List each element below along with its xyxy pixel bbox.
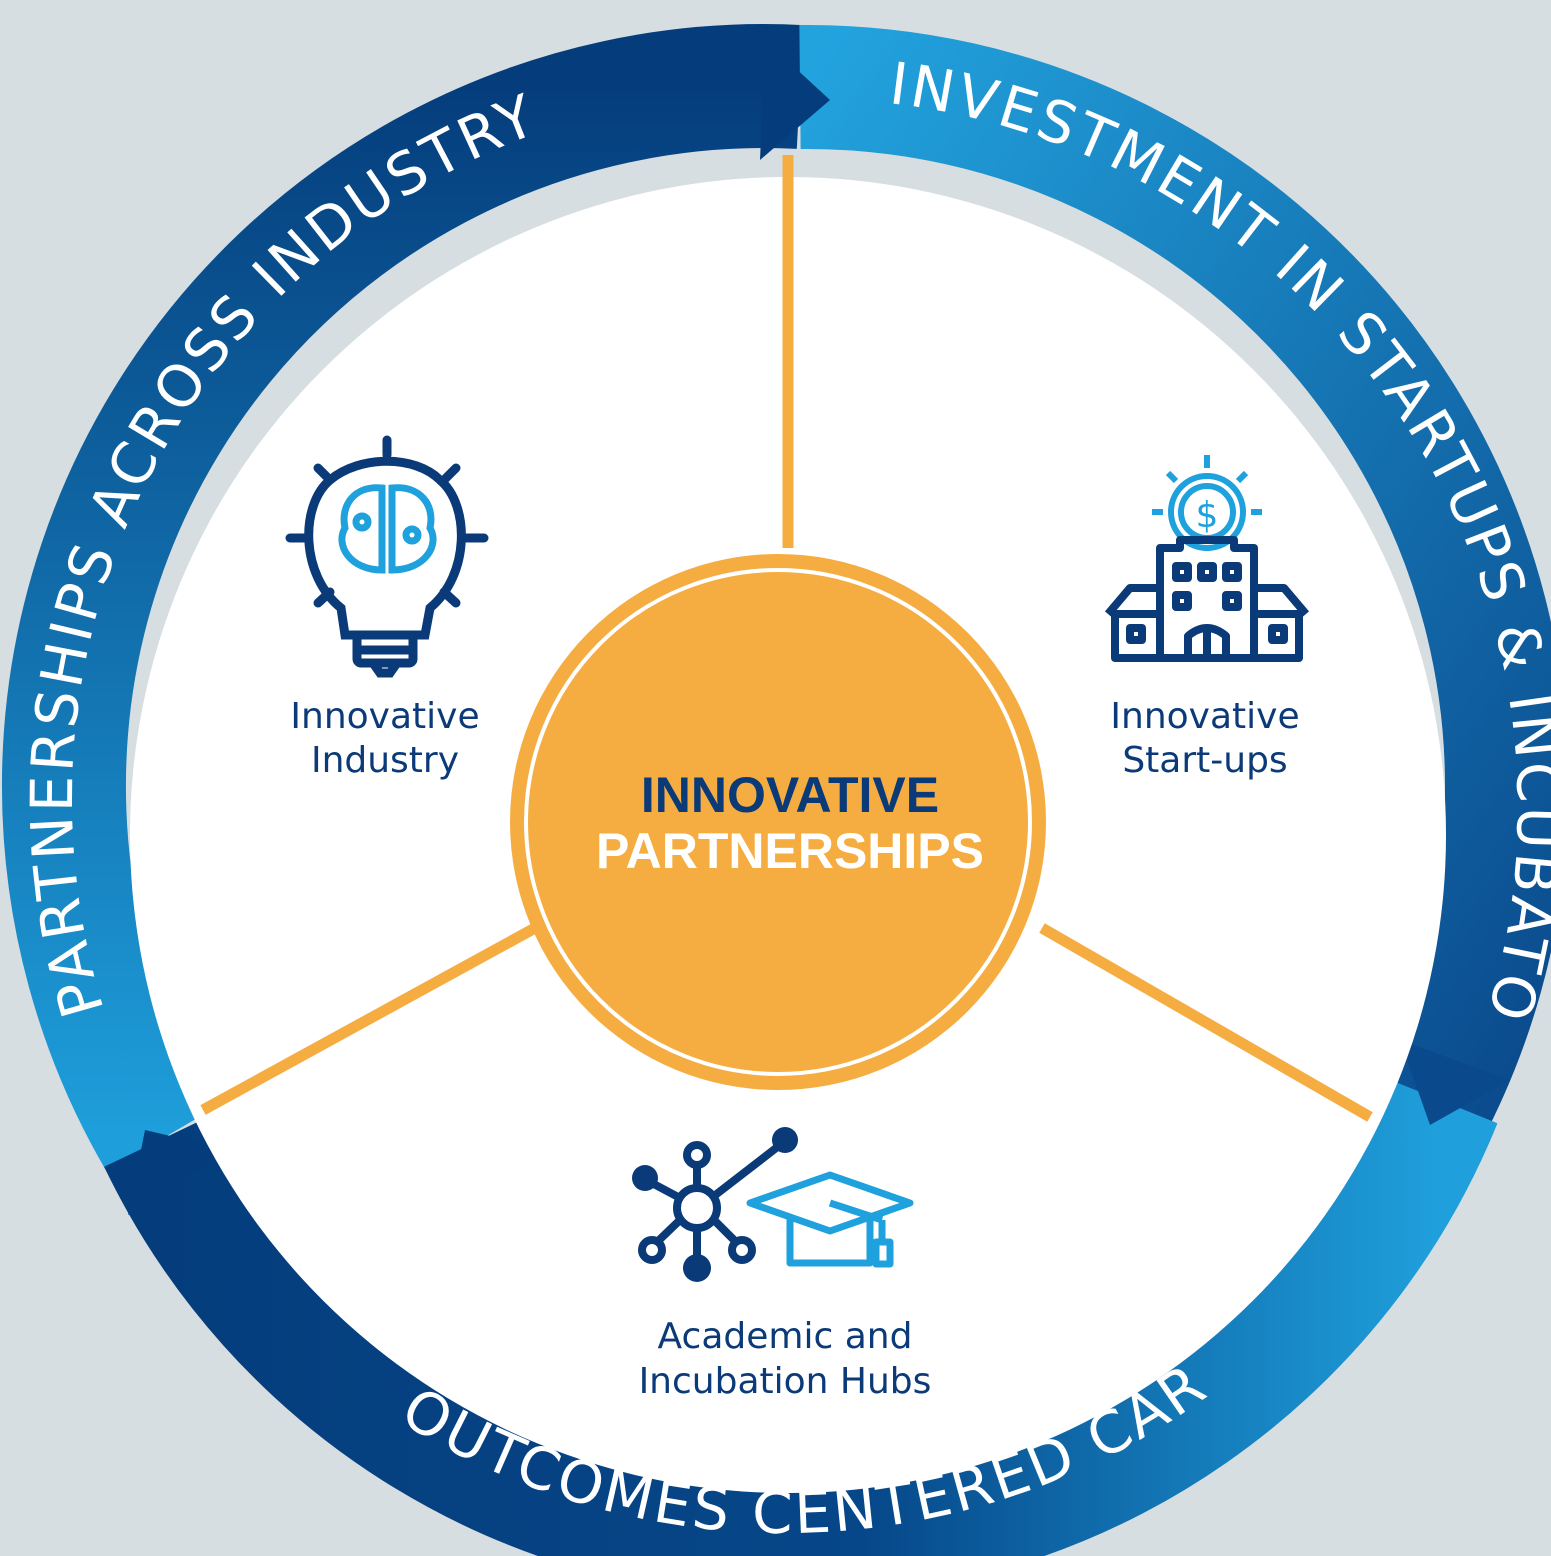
segment-dividers bbox=[200, 155, 1373, 1122]
startups-label-line2: Start-ups bbox=[1122, 740, 1287, 781]
svg-text:$: $ bbox=[1196, 495, 1219, 536]
network-graduation-cap-icon bbox=[632, 1127, 914, 1282]
hub-outer bbox=[510, 554, 1046, 1090]
ring-segment-industry bbox=[1, 24, 804, 1172]
arrow-head-top bbox=[760, 40, 830, 160]
hub-ring bbox=[524, 568, 1032, 1076]
hub-title-line2: PARTNERSHIPS bbox=[596, 823, 984, 879]
academic-label-line2: Incubation Hubs bbox=[639, 1361, 932, 1402]
hub-title-line1: INNOVATIVE bbox=[641, 767, 939, 823]
divider-left bbox=[200, 923, 538, 1115]
academic-label-line1: Academic and bbox=[658, 1316, 913, 1357]
ring-segment-startups bbox=[799, 24, 1551, 1155]
lightbulb-brain-icon bbox=[285, 435, 489, 678]
center-hub: INNOVATIVE PARTNERSHIPS bbox=[510, 554, 1046, 1090]
startup-building-icon: $ bbox=[1104, 455, 1310, 662]
outer-ring bbox=[1, 24, 1551, 1556]
arrow-head-right bbox=[1400, 1040, 1510, 1125]
industry-label-line1: Innovative bbox=[290, 696, 479, 737]
divider-right bbox=[1039, 923, 1373, 1122]
ring-segment-outcomes bbox=[104, 1076, 1498, 1556]
startups-label-line1: Innovative bbox=[1110, 696, 1299, 737]
arrow-head-left bbox=[128, 1130, 230, 1215]
industry-label-line2: Industry bbox=[311, 740, 459, 781]
